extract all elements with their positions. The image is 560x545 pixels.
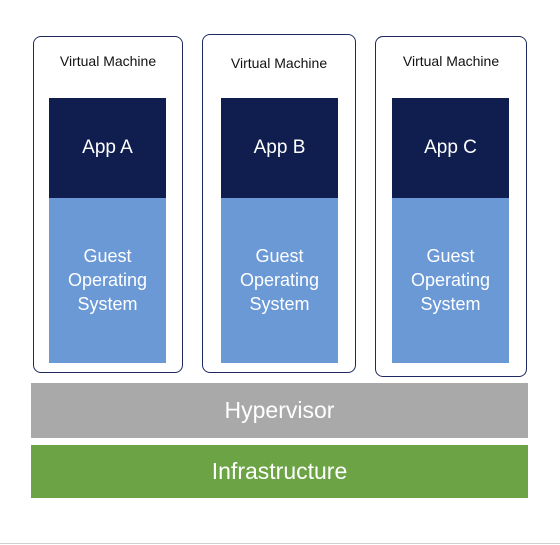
vm-title: Virtual Machine [230, 55, 328, 71]
app-c-box: App C [392, 98, 509, 198]
app-label: App C [424, 137, 477, 158]
app-label: App A [82, 137, 133, 158]
vm-title: Virtual Machine [59, 53, 157, 69]
app-label: App B [253, 137, 306, 158]
infrastructure-label: Infrastructure [211, 458, 348, 484]
hypervisor-layer: Hypervisor [31, 383, 528, 438]
app-a-box: App A [49, 98, 166, 198]
hypervisor-label: Hypervisor [224, 397, 335, 423]
guest-os-label: Guest Operating System [67, 246, 148, 314]
app-b-box: App B [221, 98, 338, 198]
guest-os-box-b: Guest Operating System [221, 198, 338, 363]
bottom-divider [0, 543, 560, 544]
guest-os-label: Guest Operating System [239, 246, 320, 314]
vm-title: Virtual Machine [402, 53, 500, 69]
infrastructure-layer: Infrastructure [31, 445, 528, 498]
guest-os-box-c: Guest Operating System [392, 198, 509, 363]
guest-os-box-a: Guest Operating System [49, 198, 166, 363]
guest-os-label: Guest Operating System [410, 246, 491, 314]
